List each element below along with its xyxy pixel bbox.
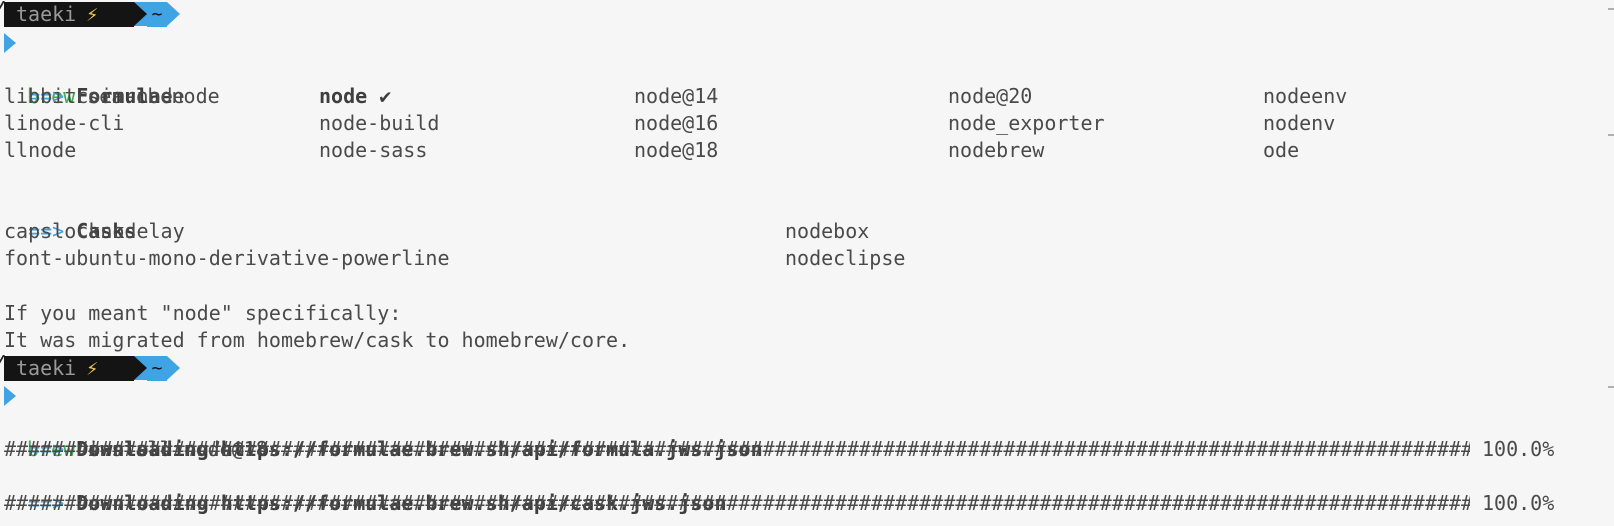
command-line: brew search node xyxy=(0,29,220,108)
notice-line: If you meant "node" specifically: xyxy=(4,301,402,325)
command-line: brew install node@18 xyxy=(0,382,268,461)
formula-row: libbitcoin-node node ✔ node@14 node@20 n… xyxy=(4,83,1347,110)
scroll-marker[interactable] xyxy=(1608,8,1614,10)
formula-item: node-build xyxy=(319,111,440,135)
prompt-user: taeki xyxy=(16,356,77,380)
lightning-icon: ⚡ xyxy=(86,2,99,26)
progress-bar: ########################################… xyxy=(4,491,1470,515)
section-title: Formulae xyxy=(76,84,173,108)
formula-item: node@16 xyxy=(634,111,719,135)
section-header: ==> Casks xyxy=(4,191,136,243)
download-header: ==> Downloading https://formulae.brew.sh… xyxy=(4,409,763,461)
powerline-separator-icon xyxy=(134,2,147,26)
formula-item: node@18 xyxy=(634,138,719,162)
formula-item: nodeenv xyxy=(1263,84,1348,108)
cask-row: capslocknodelay nodebox xyxy=(4,218,869,245)
cask-row: font-ubuntu-mono-derivative-powerline no… xyxy=(4,245,905,272)
command-binary: brew xyxy=(27,437,76,461)
formula-item: nodebrew xyxy=(948,138,1045,162)
section-title: Casks xyxy=(76,219,137,243)
powerline-separator-icon xyxy=(134,356,147,380)
formula-item: llnode xyxy=(4,138,77,162)
formula-row: llnode node-sass node@18 nodebrew ode xyxy=(4,137,1299,164)
formula-row: linode-cli node-build node@16 node_expor… xyxy=(4,110,1335,137)
prompt-user: taeki xyxy=(16,2,77,26)
section-arrow: ==> xyxy=(28,491,65,515)
formula-item: node@14 xyxy=(634,84,719,108)
section-arrow: ==> xyxy=(28,437,65,461)
cask-item: nodeclipse xyxy=(785,246,906,270)
command-binary: brew xyxy=(27,84,76,108)
formula-item: ode xyxy=(1263,138,1300,162)
formula-item: node_exporter xyxy=(948,111,1105,135)
formula-item: linode-cli xyxy=(4,111,125,135)
download-label: Downloading https://formulae.brew.sh/api… xyxy=(76,491,727,515)
cask-item: font-ubuntu-mono-derivative-powerline xyxy=(4,246,450,270)
formula-item-installed: node ✔ xyxy=(319,84,392,108)
section-header: ==> Formulae xyxy=(4,56,173,108)
command-args: install node@18 xyxy=(75,437,268,461)
powerline-arrow-icon xyxy=(167,2,180,26)
scroll-marker[interactable] xyxy=(1608,134,1614,136)
progress-line: ########################################… xyxy=(4,490,1614,517)
prompt-user-segment: taeki ⚡ xyxy=(4,356,134,381)
formula-item: libbitcoin-node xyxy=(4,84,185,108)
progress-percent: 100.0% xyxy=(1482,437,1555,461)
prompt-caret-icon xyxy=(4,386,16,406)
prompt-caret-icon xyxy=(4,33,16,53)
download-header: ==> Downloading https://formulae.brew.sh… xyxy=(4,463,726,515)
prompt-directory: ~ xyxy=(147,356,167,381)
scroll-marker[interactable] xyxy=(1608,386,1614,388)
command-args: search node xyxy=(75,84,220,108)
download-label: Downloading https://formulae.brew.sh/api… xyxy=(76,437,763,461)
cask-item: nodebox xyxy=(785,219,870,243)
section-arrow: ==> xyxy=(28,219,65,243)
notice-line: It was migrated from homebrew/cask to ho… xyxy=(4,328,631,352)
prompt-user-segment: taeki ⚡ xyxy=(4,2,134,27)
progress-percent: 100.0% xyxy=(1482,491,1555,515)
lightning-icon: ⚡ xyxy=(86,356,99,380)
formula-item: nodenv xyxy=(1263,111,1336,135)
progress-bar: ########################################… xyxy=(4,437,1470,461)
cask-item: capslocknodelay xyxy=(4,219,185,243)
progress-line: ########################################… xyxy=(4,436,1614,463)
powerline-arrow-icon xyxy=(167,356,180,380)
formula-item: node@20 xyxy=(948,84,1033,108)
prompt-directory: ~ xyxy=(147,2,167,27)
section-arrow: ==> xyxy=(28,84,65,108)
formula-item: node-sass xyxy=(319,138,428,162)
